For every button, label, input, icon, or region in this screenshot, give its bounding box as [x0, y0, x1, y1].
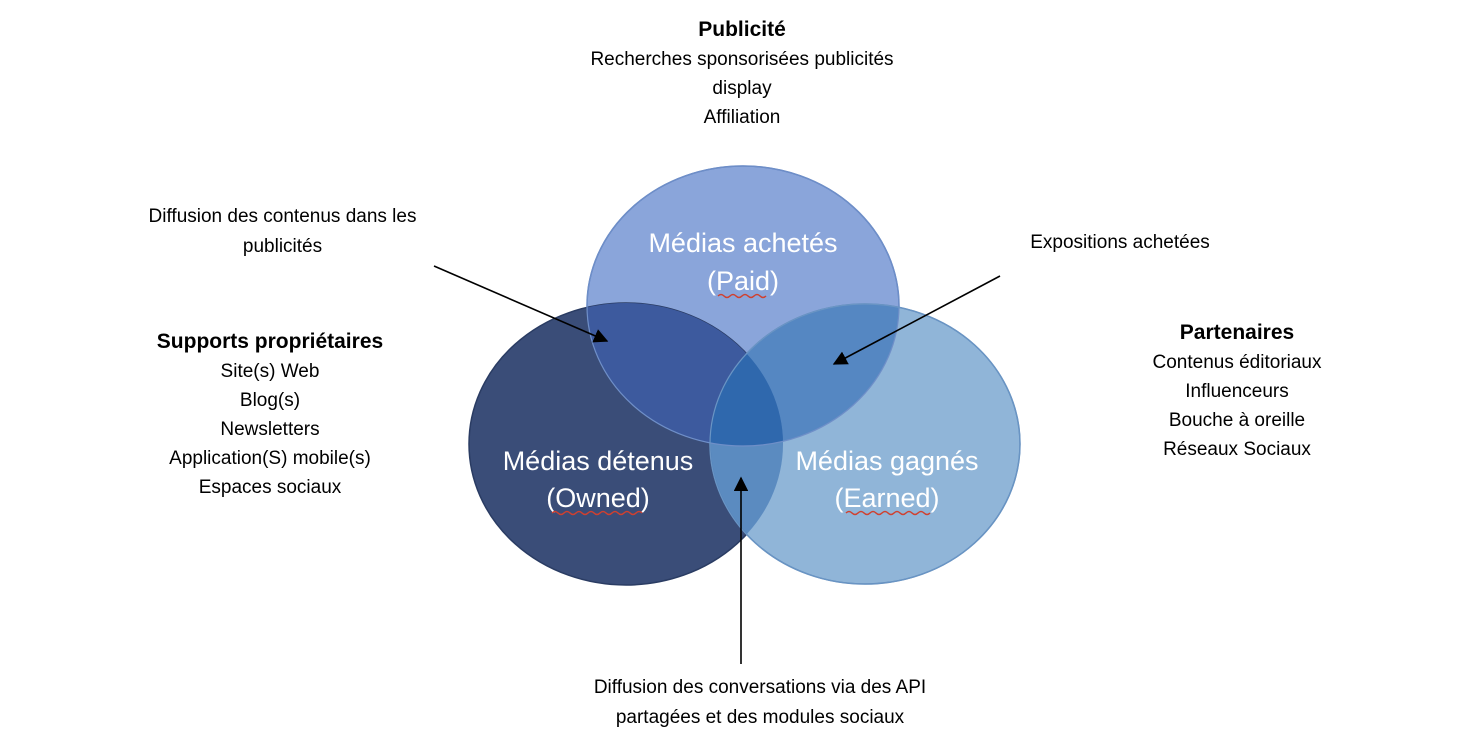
- note-line: partagées et des modules sociaux: [615, 707, 905, 728]
- spellcheck-underline-owned: [551, 510, 643, 516]
- note-paid-earned: Expositions achetées: [1000, 228, 1240, 258]
- earned-item: Réseaux Sociaux: [1163, 439, 1311, 460]
- arrow-paid-owned: [433, 265, 609, 343]
- earned-item: Contenus éditoriaux: [1152, 352, 1322, 373]
- earned-heading: Partenaires: [1179, 321, 1295, 344]
- arrow-paid-earned: [832, 275, 1001, 365]
- paid-item: display: [712, 78, 772, 99]
- paid-item: Recherches sponsorisées publicités: [590, 49, 894, 70]
- owned-item: Blog(s): [239, 390, 301, 411]
- owned-media-description: Supports propriétaires Site(s) Web Blog(…: [110, 327, 430, 502]
- owned-item: Espaces sociaux: [198, 477, 342, 498]
- note-line: Expositions achetées: [1030, 232, 1210, 253]
- earned-label-line2: (Earned): [834, 483, 939, 513]
- note-paid-owned: Diffusion des contenus dans les publicit…: [120, 202, 445, 262]
- earned-media-description: Partenaires Contenus éditoriaux Influenc…: [1112, 318, 1362, 464]
- owned-label-line2: (Owned): [546, 483, 650, 513]
- owned-item: Site(s) Web: [220, 361, 320, 382]
- spellcheck-underline-paid: [717, 293, 767, 299]
- note-line: publicités: [242, 236, 323, 257]
- paid-media-description: Publicité Recherches sponsorisées public…: [542, 15, 942, 132]
- owned-item: Application(S) mobile(s): [169, 448, 371, 469]
- owned-label-line1: Médias détenus: [503, 446, 694, 476]
- owned-heading: Supports propriétaires: [156, 330, 384, 353]
- earned-item: Influenceurs: [1185, 381, 1289, 402]
- paid-label-line1: Médias achetés: [648, 228, 837, 258]
- note-line: Diffusion des conversations via des API: [593, 677, 927, 698]
- earned-item: Bouche à oreille: [1168, 410, 1306, 431]
- spellcheck-underline-earned: [845, 510, 931, 516]
- owned-item: Newsletters: [220, 419, 320, 440]
- paid-heading: Publicité: [698, 18, 786, 41]
- paid-label-line2: (Paid): [707, 266, 779, 296]
- earned-label-line1: Médias gagnés: [795, 446, 978, 476]
- note-line: Diffusion des contenus dans les: [148, 206, 417, 227]
- note-center: Diffusion des conversations via des API …: [540, 673, 980, 733]
- paid-item: Affiliation: [703, 107, 781, 128]
